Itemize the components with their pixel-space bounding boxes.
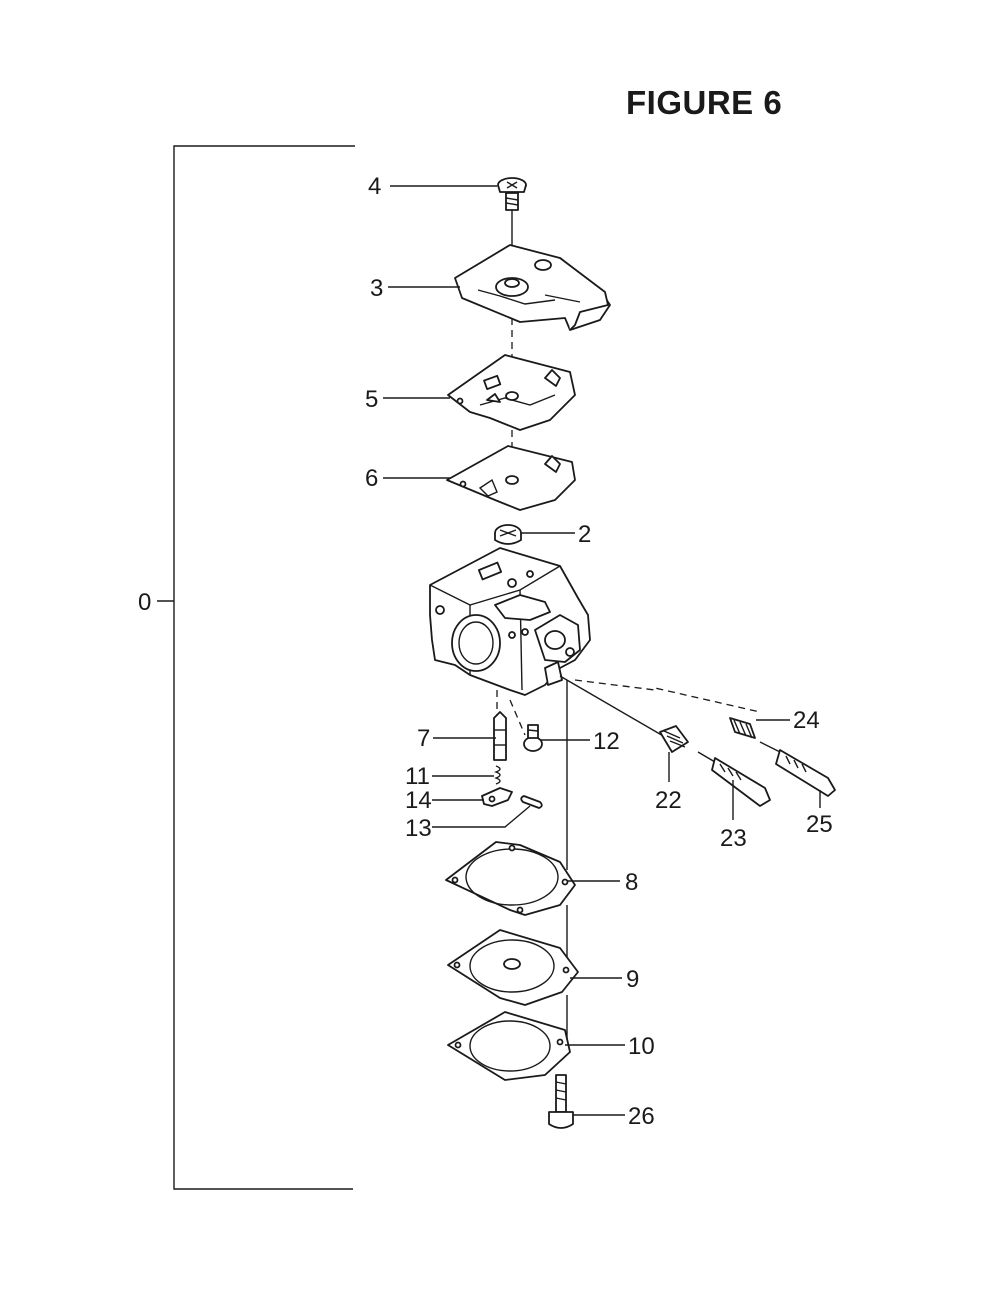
part-25-needle	[759, 741, 836, 797]
callout-23: 23	[720, 825, 747, 852]
callout-10: 10	[628, 1033, 655, 1060]
callout-14: 14	[405, 787, 432, 814]
callout-13: 13	[405, 815, 432, 842]
carburetor-body	[429, 547, 591, 696]
part-2-screen	[494, 524, 522, 545]
part-26-screw	[548, 1074, 574, 1129]
callout-24: 24	[793, 707, 820, 734]
callout-12: 12	[593, 728, 620, 755]
assembly-bracket	[157, 145, 355, 1190]
leader-lines	[383, 185, 821, 1116]
callout-8: 8	[625, 869, 638, 896]
part-5-diaphragm	[447, 354, 576, 431]
callout-25: 25	[806, 811, 833, 838]
callout-3: 3	[370, 275, 383, 302]
callout-4: 4	[368, 173, 381, 200]
part-24-spring	[729, 717, 756, 739]
callout-22: 22	[655, 787, 682, 814]
part-11-spring	[494, 765, 501, 785]
callout-9: 9	[626, 966, 639, 993]
callout-6: 6	[365, 465, 378, 492]
part-23-needle	[697, 751, 771, 807]
assembly-label: 0	[138, 589, 151, 616]
needle-axis-line	[559, 675, 666, 738]
callout-26: 26	[628, 1103, 655, 1130]
part-6-gasket	[446, 445, 576, 511]
callout-11: 11	[405, 763, 430, 790]
callout-7: 7	[417, 725, 430, 752]
part-12-screw	[523, 724, 543, 752]
figure-title: FIGURE 6	[626, 84, 783, 121]
part-22-spring	[659, 725, 689, 753]
part-9-diaphragm	[447, 929, 579, 1006]
part-4-screw	[497, 177, 527, 211]
part-14-lever	[481, 787, 513, 807]
part-13-pin	[520, 795, 543, 809]
part-3-cover-plate	[454, 244, 611, 331]
callout-2: 2	[578, 521, 591, 548]
part-10-cover	[447, 1011, 571, 1081]
part-8-gasket	[445, 841, 576, 916]
callout-5: 5	[365, 386, 378, 413]
part-7-shaft	[493, 711, 507, 761]
